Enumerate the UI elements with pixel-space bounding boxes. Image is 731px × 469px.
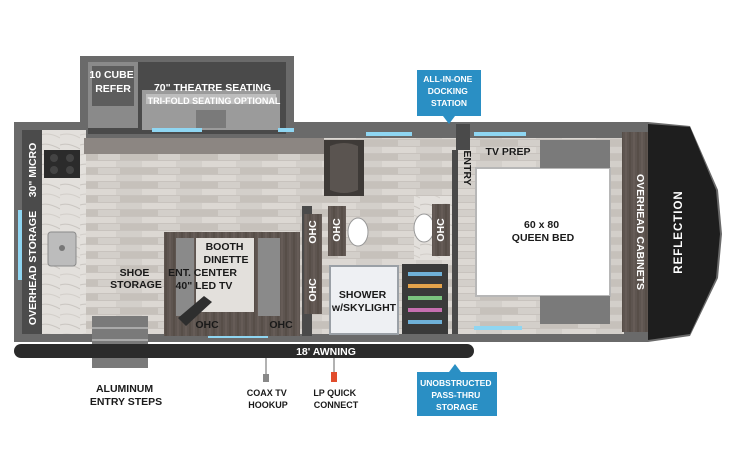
ohc-label: OHC [307,220,319,244]
ent-center-label: ENT. CENTER 40" LED TV [168,267,240,292]
refer-label: 10 CUBE REFER [89,69,136,95]
ohc-column [328,206,346,256]
lp-quick-connect-icon [331,372,337,382]
window [474,132,526,136]
ohc-label: OHC [331,218,343,242]
entry-door [456,124,470,150]
aluminum-entry-steps[interactable] [92,316,148,368]
ohc-label: OHC [435,218,447,242]
tv-prep-label: TV PREP [486,146,531,158]
booth-dinette-label: BOOTH DINETTE [204,241,249,266]
overhead-cabinets-label: OVERHEAD CABINETS [634,174,646,290]
coax-tv-hookup-icon [263,374,269,382]
awning [14,344,474,358]
pass-thru-callout [417,372,497,416]
micro-label: 30" MICRO [27,143,39,198]
shower [329,265,399,335]
shower-label: SHOWER w/SKYLIGHT [331,289,397,314]
stove [44,150,80,178]
shoe-storage-label: SHOE STORAGE [110,267,162,291]
docking-station-callout [417,70,481,116]
bedroom-wall [452,150,458,334]
coax-label: COAX TV HOOKUP [247,388,290,410]
docking-station-label: ALL-IN-ONE DOCKING STATION [423,74,474,108]
lp-label: LP QUICK CONNECT [313,388,358,410]
window [18,210,22,280]
tv-stand [178,296,212,326]
entry-steps-label: ALUMINUM ENTRY STEPS [90,383,162,408]
window [152,128,202,132]
ohc-label: OHC [269,319,293,331]
rear-cabinet [84,138,324,154]
brand-logo: REFLECTION [673,190,685,273]
front-cap [648,124,720,340]
entry-label: ENTRY [461,150,473,185]
queen-bed [475,167,611,297]
ohc-label: OHC [195,319,219,331]
queen-bed-label: 60 x 80 QUEEN BED [512,219,575,244]
ohc-label: OHC [307,278,319,302]
overhead-storage-label: OVERHEAD STORAGE [27,211,39,325]
pass-thru-label: UNOBSTRUCTED PASS-THRU STORAGE [420,378,494,412]
window [366,132,412,136]
toilet [347,217,369,247]
awning-label: 18' AWNING [296,346,356,358]
bath-sink [413,213,435,243]
theatre-seating-label: 70" THEATRE SEATING TRI-FOLD SEATING OPT… [148,82,281,106]
window [474,326,522,330]
ohc-column [432,204,450,256]
window [278,128,294,132]
ohc-column [304,214,322,314]
overhead-cabinets [622,132,648,332]
